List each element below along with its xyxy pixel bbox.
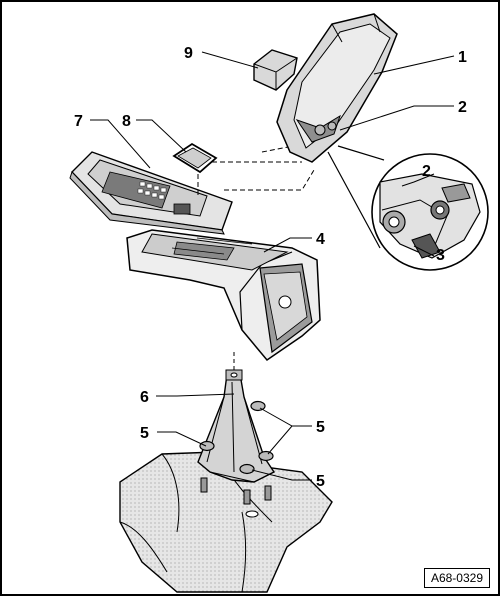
- figure-reference-code: A68-0329: [423, 568, 490, 588]
- callout-2-top: 2: [458, 99, 467, 116]
- callout-5-right-upper: 5: [316, 419, 325, 436]
- leader-lines: [90, 51, 455, 481]
- floor-screws: [200, 477, 272, 505]
- callout-labels: 1 2 2 3 4 5 5 5 6 7 8 9: [74, 45, 467, 490]
- small-cover: [172, 142, 218, 174]
- center-console-body: [126, 229, 321, 362]
- mounting-bracket: [197, 369, 276, 483]
- callout-5-left: 5: [140, 425, 149, 442]
- armrest-end-cap: [253, 49, 298, 91]
- armrest: [276, 13, 398, 163]
- callout-1: 1: [458, 49, 467, 66]
- callout-2-detail: 2: [422, 163, 431, 180]
- callout-9: 9: [184, 45, 193, 62]
- callout-6: 6: [140, 389, 149, 406]
- mounting-nuts: [199, 400, 274, 475]
- detail-view-circle: [327, 145, 489, 271]
- callout-5-right-lower: 5: [316, 473, 325, 490]
- storage-tray: [69, 151, 233, 235]
- callout-4: 4: [316, 231, 325, 248]
- floor-tunnel: [119, 451, 333, 593]
- callout-7: 7: [74, 113, 83, 130]
- callout-3: 3: [436, 247, 445, 264]
- callout-8: 8: [122, 113, 131, 130]
